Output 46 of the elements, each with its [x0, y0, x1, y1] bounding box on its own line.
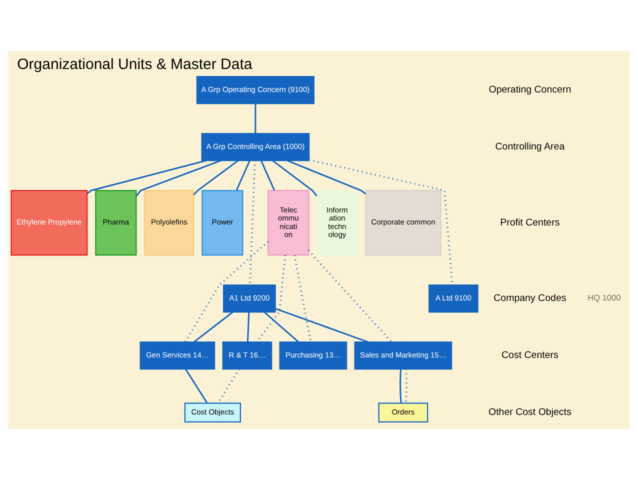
- diagram-title: Organizational Units & Master Data: [17, 56, 252, 72]
- connector: [294, 254, 312, 342]
- connector: [400, 368, 402, 402]
- node-box: A Grp Controlling Area (1000): [201, 132, 310, 161]
- node-box: Cost Objects: [184, 402, 241, 422]
- node-box: A Grp Operating Concern (9100): [196, 75, 314, 104]
- connector: [217, 368, 240, 403]
- node-box: Pharma: [95, 189, 137, 256]
- node-box: A Ltd 9100: [428, 284, 478, 312]
- connector: [260, 160, 276, 190]
- connector: [184, 368, 208, 403]
- connector: [256, 254, 286, 342]
- connector: [275, 307, 368, 342]
- connector: [236, 160, 250, 190]
- node-box: Purchasing 13…: [279, 340, 348, 370]
- connector: [86, 159, 207, 194]
- connector: [286, 159, 366, 194]
- node-box: Ethylene Propylene: [10, 189, 88, 256]
- connector: [308, 249, 392, 342]
- connector: [264, 311, 299, 342]
- label: Other Cost Objects: [488, 406, 572, 418]
- node-box: Corporate common: [365, 189, 442, 256]
- node-box: Gen Services 14…: [140, 340, 216, 370]
- node-box: R & T 16…: [222, 340, 272, 370]
- connector: [254, 103, 256, 133]
- label: Cost Centers: [501, 350, 558, 361]
- connector: [136, 159, 222, 196]
- node-box: Power: [202, 189, 244, 256]
- node-box: Polyolefins: [144, 189, 194, 256]
- node-box: Sales and Marketing 15…: [354, 340, 452, 370]
- connector: [184, 240, 269, 342]
- label: HQ 1000: [588, 293, 621, 302]
- connector: [194, 311, 234, 342]
- label: Company Codes: [494, 292, 566, 304]
- connector: [272, 159, 318, 196]
- label: Operating Concern: [488, 84, 572, 96]
- connector: [193, 159, 239, 195]
- node-box: A1 Ltd 9200: [223, 284, 276, 312]
- node-box: Inform ation techn ology: [316, 189, 358, 256]
- node-box: Telec ommu nicati on: [268, 189, 310, 256]
- node-box: Orders: [378, 402, 428, 422]
- connector: [246, 312, 250, 342]
- label: Profit Centers: [500, 216, 560, 228]
- label: Controlling Area: [495, 141, 565, 152]
- connector: [308, 158, 454, 284]
- connector: [249, 160, 256, 285]
